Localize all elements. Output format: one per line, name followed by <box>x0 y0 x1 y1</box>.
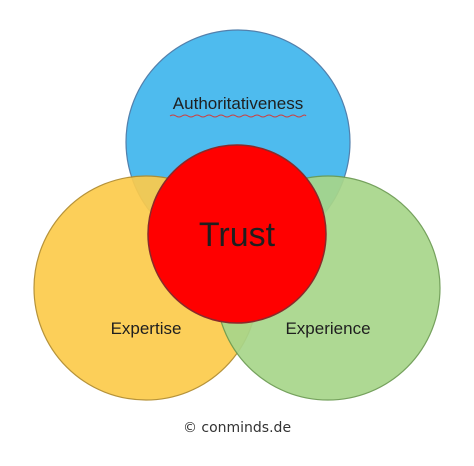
experience-label: Experience <box>285 319 370 338</box>
spellcheck-underline <box>169 114 307 118</box>
authoritativeness-label: Authoritativeness <box>173 94 303 113</box>
expertise-label: Expertise <box>111 319 182 338</box>
trust-label: Trust <box>199 216 276 254</box>
copyright-text: © conminds.de <box>183 420 291 436</box>
trust-circle <box>147 144 327 324</box>
